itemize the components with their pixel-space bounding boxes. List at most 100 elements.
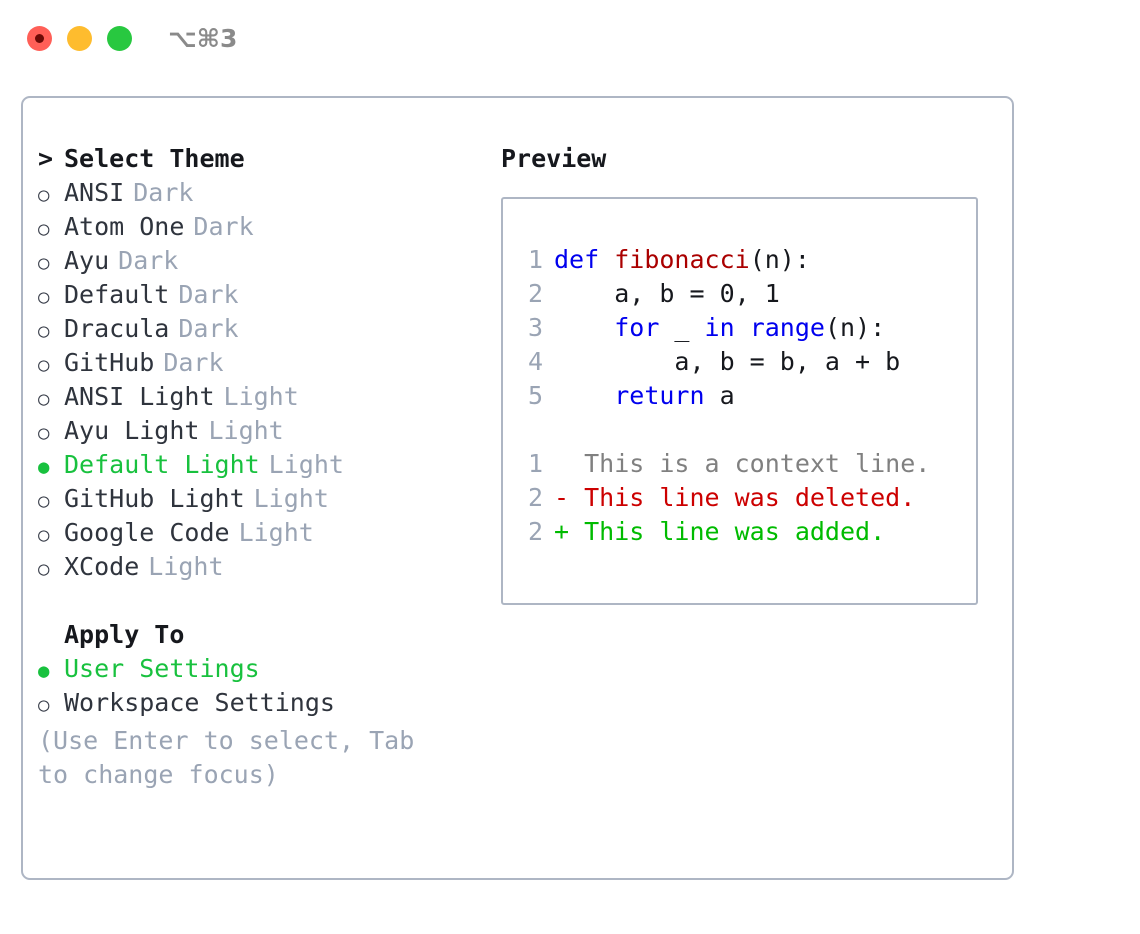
theme-list-item[interactable]: Ayu Dark	[38, 244, 488, 278]
theme-list-item[interactable]: Google Code Light	[38, 516, 488, 550]
radio-unselected-icon[interactable]	[38, 414, 64, 450]
radio-selected-icon[interactable]	[38, 448, 64, 484]
theme-variant-tag: Light	[208, 416, 284, 445]
code-token: range	[749, 313, 825, 342]
diff-line-number: 2	[527, 517, 543, 546]
code-token	[554, 381, 614, 410]
code-line: 5 return a	[517, 379, 900, 413]
diff-marker: +	[554, 517, 570, 546]
radio-unselected-icon[interactable]	[38, 176, 64, 212]
code-line-content: a, b = b, a + b	[554, 345, 900, 379]
diff-line: 1 This is a context line.	[517, 447, 930, 481]
theme-variant-tag: Light	[268, 450, 344, 479]
diff-text: This line was added.	[569, 517, 886, 546]
code-token: (n):	[824, 313, 886, 342]
theme-list-item[interactable]: XCode Light	[38, 550, 488, 584]
radio-selected-icon[interactable]	[38, 652, 64, 688]
code-token: return	[614, 381, 705, 410]
apply-to-item[interactable]: Workspace Settings	[38, 686, 488, 720]
theme-list-item[interactable]: Default Dark	[38, 278, 488, 312]
code-line: 2 a, b = 0, 1	[517, 277, 900, 311]
radio-unselected-icon[interactable]	[38, 686, 64, 722]
theme-variant-tag: Light	[223, 382, 299, 411]
theme-list-item[interactable]: Ayu Light Light	[38, 414, 488, 448]
theme-name: Google Code	[64, 518, 230, 547]
diff-line: 2- This line was deleted.	[517, 481, 930, 515]
code-token: a	[704, 381, 735, 410]
title-bar: ⌥⌘3	[0, 0, 1140, 78]
radio-unselected-icon[interactable]	[38, 312, 64, 348]
no-bullet-icon	[38, 618, 64, 652]
code-line-number: 2	[527, 279, 543, 308]
maximize-window-button[interactable]	[107, 26, 132, 51]
apply-to-header: Apply To	[38, 618, 488, 652]
apply-to-label: Workspace Settings	[64, 688, 335, 717]
theme-variant-tag: Dark	[118, 246, 179, 275]
code-line-number: 5	[527, 381, 543, 410]
theme-list-item[interactable]: GitHub Dark	[38, 346, 488, 380]
diff-text: This line was deleted.	[569, 483, 916, 512]
diff-marker: -	[554, 483, 570, 512]
radio-unselected-icon[interactable]	[38, 278, 64, 314]
code-token: for	[614, 313, 660, 342]
theme-name: Default Light	[64, 450, 260, 479]
theme-name: Atom One	[64, 212, 185, 241]
theme-variant-tag: Dark	[178, 314, 239, 343]
theme-list-header-label: Select Theme	[64, 144, 245, 173]
code-token: (n):	[749, 245, 810, 274]
code-token: in	[704, 313, 735, 342]
code-line-content: for _ in range(n):	[554, 311, 885, 345]
close-window-button[interactable]	[27, 26, 52, 51]
diff-line: 2 + This line was added.	[517, 515, 930, 549]
theme-variant-tag: Dark	[133, 178, 194, 207]
theme-variant-tag: Dark	[163, 348, 224, 377]
radio-unselected-icon[interactable]	[38, 380, 64, 416]
radio-unselected-icon[interactable]	[38, 550, 64, 586]
radio-unselected-icon[interactable]	[38, 244, 64, 280]
apply-to-header-label: Apply To	[64, 620, 185, 649]
diff-text: This is a context line.	[569, 449, 931, 478]
diff-line-number: 1	[527, 449, 543, 478]
theme-variant-tag: Light	[253, 484, 329, 513]
code-token	[554, 313, 614, 342]
apply-to-item[interactable]: User Settings	[38, 652, 488, 686]
code-line-content: return a	[554, 379, 735, 413]
minimize-window-button[interactable]	[67, 26, 92, 51]
theme-selector-column: Select Theme ANSIDarkAtom OneDarkAyuDark…	[38, 142, 488, 720]
theme-variant-tag: Light	[148, 552, 224, 581]
apply-to-list[interactable]: User SettingsWorkspace Settings	[38, 652, 488, 720]
theme-list[interactable]: ANSIDarkAtom OneDarkAyuDarkDefaultDarkDr…	[38, 176, 488, 584]
code-token: fibonacci	[614, 245, 750, 274]
code-line-number: 4	[527, 347, 543, 376]
code-line-content: a, b = 0, 1	[554, 277, 780, 311]
code-line: 4 a, b = b, a + b	[517, 345, 900, 379]
code-line-number: 1	[527, 245, 543, 274]
radio-unselected-icon[interactable]	[38, 210, 64, 246]
theme-variant-tag: Light	[238, 518, 314, 547]
apply-to-label: User Settings	[64, 654, 260, 683]
radio-unselected-icon[interactable]	[38, 346, 64, 382]
theme-name: Ayu Light	[64, 416, 200, 445]
theme-list-item[interactable]: GitHub Light Light	[38, 482, 488, 516]
theme-name: GitHub	[64, 348, 155, 377]
diff-sample: 1 This is a context line.2- This line wa…	[517, 447, 930, 549]
keyboard-shortcut-label: ⌥⌘3	[168, 24, 238, 53]
theme-list-item[interactable]: Default Light Light	[38, 448, 488, 482]
radio-unselected-icon[interactable]	[38, 482, 64, 518]
theme-name: XCode	[64, 552, 140, 581]
theme-name: Default	[64, 280, 170, 309]
theme-name: Ayu	[64, 246, 110, 275]
theme-name: GitHub Light	[64, 484, 245, 513]
theme-list-header: Select Theme	[38, 142, 488, 176]
caret-icon	[38, 142, 64, 176]
traffic-light-group	[27, 26, 132, 51]
radio-unselected-icon[interactable]	[38, 516, 64, 552]
theme-variant-tag: Dark	[178, 280, 239, 309]
code-token: a, b = 0, 1	[554, 279, 780, 308]
